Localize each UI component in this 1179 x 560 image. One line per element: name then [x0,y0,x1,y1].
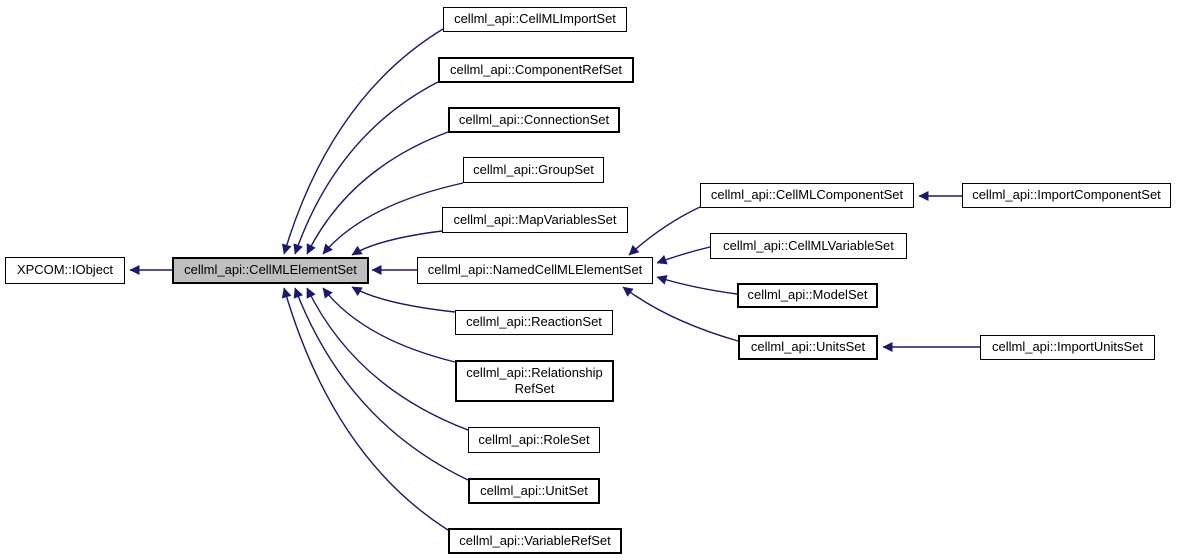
edge-cellmlimportset-to-cellmlelementset [281,28,444,255]
edge-unitsset-to-namedcellmlelementset [622,286,739,342]
node-named-cellml-element-set[interactable]: cellml_api::NamedCellMLElementSet [417,257,653,284]
node-connection-set[interactable]: cellml_api::ConnectionSet [448,107,620,133]
edge-groupset-to-cellmlelementset [322,182,464,255]
node-model-set[interactable]: cellml_api::ModelSet [737,283,878,308]
node-unit-set[interactable]: cellml_api::UnitSet [468,478,600,504]
node-group-set[interactable]: cellml_api::GroupSet [463,157,604,183]
node-cellml-import-set[interactable]: cellml_api::CellMLImportSet [443,7,627,32]
edge-connectionset-to-cellmlelementset [306,131,449,255]
node-role-set[interactable]: cellml_api::RoleSet [468,427,600,453]
edge-roleset-to-cellmlelementset [306,287,469,431]
node-import-units-set[interactable]: cellml_api::ImportUnitsSet [980,335,1155,360]
node-cellml-variable-set[interactable]: cellml_api::CellMLVariableSet [710,233,907,259]
node-xpcom-iobject[interactable]: XPCOM::IObject [5,257,125,284]
edge-mapvariablesset-to-cellmlelementset [351,230,443,256]
node-map-variables-set[interactable]: cellml_api::MapVariablesSet [442,207,628,233]
edge-cellmlcomponentset-to-namedcellmlelementset [628,206,701,256]
node-reaction-set[interactable]: cellml_api::ReactionSet [455,310,613,335]
node-units-set[interactable]: cellml_api::UnitsSet [738,335,878,360]
node-import-component-set[interactable]: cellml_api::ImportComponentSet [962,183,1171,208]
edge-unitset-to-cellmlelementset [293,287,469,481]
edge-reactionset-to-cellmlelementset [351,286,456,313]
node-cellml-component-set[interactable]: cellml_api::CellMLComponentSet [700,183,914,208]
edge-variablerefset-to-cellmlelementset [281,287,449,531]
node-component-ref-set[interactable]: cellml_api::ComponentRefSet [438,57,634,83]
node-cellml-element-set: cellml_api::CellMLElementSet [172,257,369,284]
edge-modelset-to-namedcellmlelementset [656,275,738,295]
edge-cellmlvariableset-to-namedcellmlelementset [656,246,711,265]
edge-relationshiprefset-to-cellmlelementset [322,287,456,363]
node-variable-ref-set[interactable]: cellml_api::VariableRefSet [448,528,622,554]
edge-componentrefset-to-cellmlelementset [293,81,439,255]
